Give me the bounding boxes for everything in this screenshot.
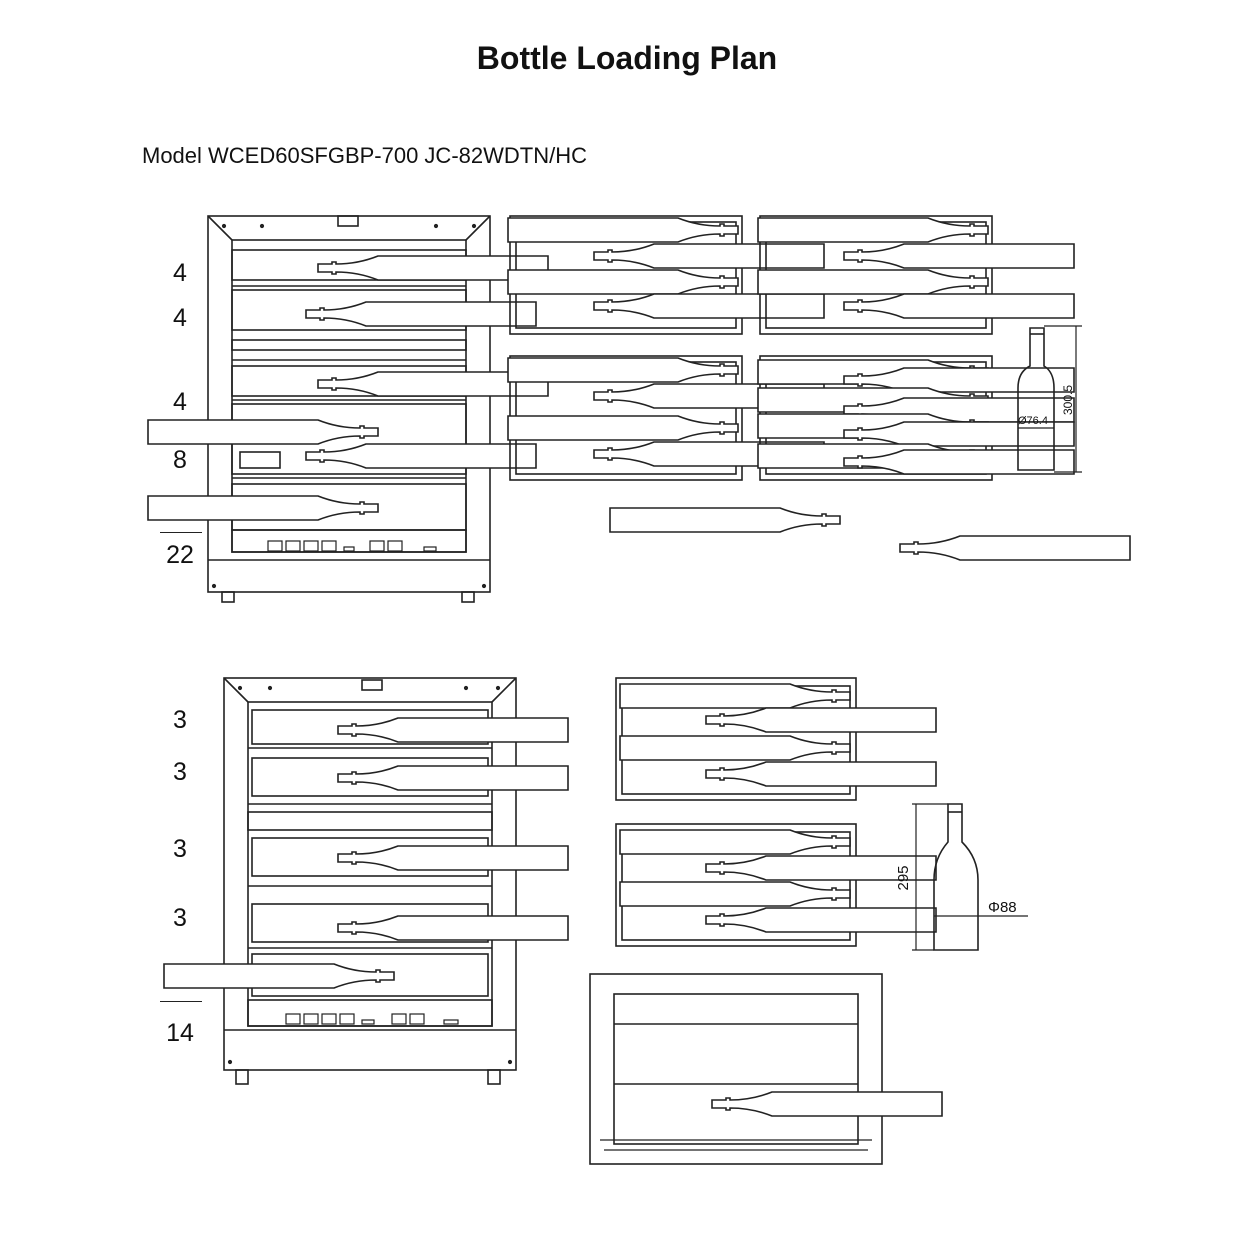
plan-b-total-line	[160, 1001, 202, 1002]
plan-a-count-2: 4	[173, 304, 187, 332]
plan-a-shelf-top-4	[757, 355, 1075, 481]
plan-a-shelf-top-1	[507, 215, 825, 335]
plan-b-count-3: 3	[173, 835, 187, 863]
plan-b-shelf-top-1	[615, 677, 937, 801]
model-label: Model WCED60SFGBP-700 JC-82WDTN/HC	[142, 143, 587, 168]
plan-a-shelf-top-2	[757, 215, 1075, 335]
plan-a-count-3: 4	[173, 388, 187, 416]
plan-b-count-4: 3	[173, 904, 187, 932]
plan-a-height-label: 300.5	[1061, 385, 1075, 415]
page-title: Bottle Loading Plan	[476, 40, 778, 76]
plan-b-diameter-label: Φ88	[988, 899, 1017, 916]
plan-b-fridge	[163, 677, 569, 1085]
plan-a-shelf-top-3	[507, 355, 825, 481]
plan-a-reference-bottle	[1017, 325, 1082, 473]
plan-b-count-2: 3	[173, 758, 187, 786]
plan-b-shelf-top-3	[589, 973, 943, 1165]
plan-b-shelf-top-2	[615, 823, 937, 947]
plan-a-count-1: 4	[173, 259, 187, 287]
plan-a-count-4: 8	[173, 446, 187, 474]
plan-a-total: 22	[166, 541, 194, 569]
plan-a-shelf-top-5	[609, 507, 1131, 561]
plan-a-diameter-label: Ø76.4	[1018, 415, 1048, 427]
plan-b-count-1: 3	[173, 706, 187, 734]
plan-a-total-line	[160, 532, 202, 533]
plan-a-fridge	[147, 215, 549, 603]
plan-b-reference-bottle	[912, 803, 1028, 951]
plan-b-height-label: 295	[895, 865, 912, 890]
plan-b-total: 14	[166, 1019, 194, 1047]
